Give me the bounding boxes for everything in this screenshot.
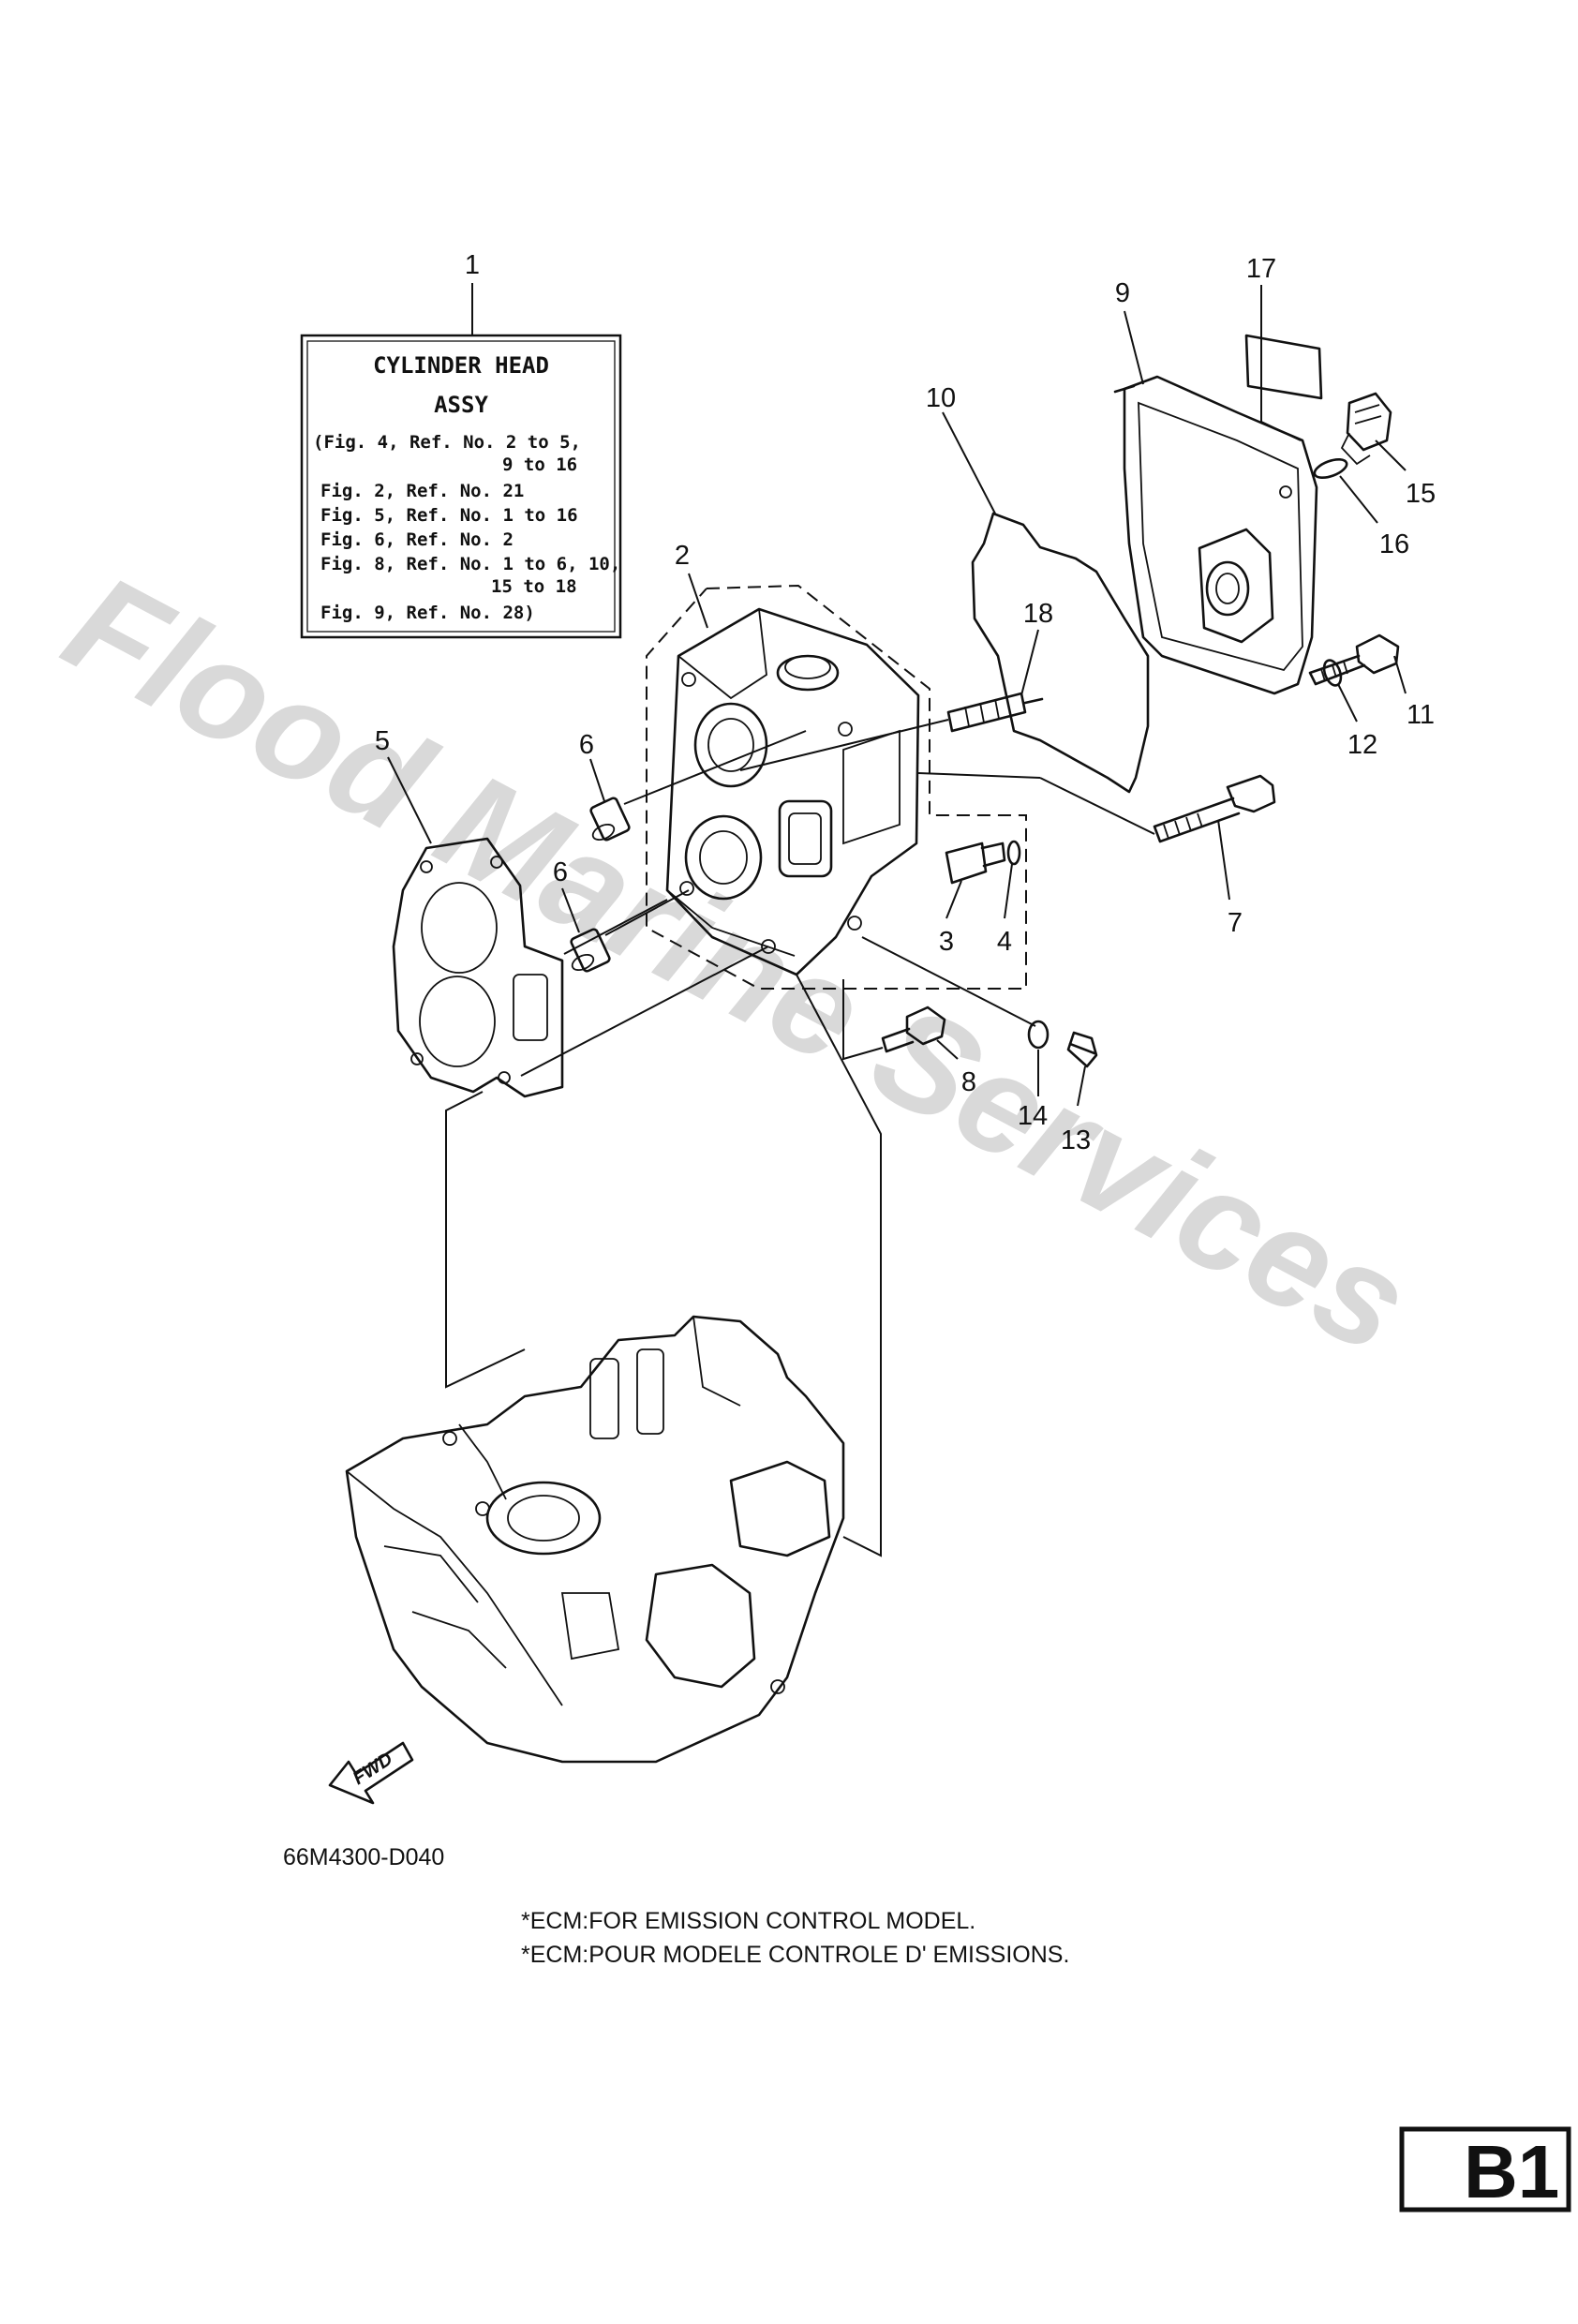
fwd-label: FWD	[350, 1749, 396, 1789]
assy-line-4: Fig. 5, Ref. No. 1 to 16	[320, 505, 578, 526]
caution-label	[1244, 334, 1323, 400]
dowel-pin-lower	[570, 928, 611, 973]
callout-14: 14	[1018, 1101, 1048, 1131]
flange-bolt	[881, 1006, 946, 1053]
callout-10: 10	[926, 383, 956, 413]
leader-lines	[387, 285, 1407, 1557]
assy-reference-box: CYLINDER HEAD ASSY (Fig. 4, Ref. No. 2 t…	[300, 334, 622, 639]
assy-title-line1: CYLINDER HEAD	[373, 352, 549, 379]
cylinder-head-cover-gasket	[971, 512, 1150, 794]
assy-line-8: Fig. 9, Ref. No. 28)	[320, 603, 535, 623]
sensor-part	[945, 842, 1006, 885]
assy-line-3: Fig. 2, Ref. No. 21	[320, 481, 524, 501]
cylinder-head	[665, 607, 920, 976]
fwd-arrow-icon: FWD	[328, 1741, 414, 1805]
sensor-o-ring	[1006, 840, 1021, 866]
cylinder-head-cover	[1113, 375, 1318, 695]
drain-washer	[1027, 1020, 1050, 1050]
footnote-english: *ECM:FOR EMISSION CONTROL MODEL.	[521, 1908, 975, 1934]
callout-7: 7	[1228, 908, 1243, 938]
callout-13: 13	[1061, 1125, 1091, 1155]
callout-3: 3	[939, 927, 954, 957]
callout-6-lower: 6	[553, 857, 568, 887]
o-ring	[1313, 457, 1348, 480]
assy-line-6: Fig. 8, Ref. No. 1 to 6, 10,	[320, 554, 620, 574]
footnote-french: *ECM:POUR MODELE CONTROLE D' EMISSIONS.	[521, 1942, 1069, 1968]
page-tag-label: B1	[1464, 2130, 1559, 2213]
drain-bolt	[1066, 1031, 1098, 1068]
callout-17: 17	[1246, 254, 1276, 284]
spark-plug	[946, 692, 1044, 733]
cylinder-head-gasket	[392, 837, 564, 1098]
cover-bolt	[1308, 633, 1400, 686]
assy-line-1: (Fig. 4, Ref. No. 2 to 5,	[313, 432, 581, 453]
callout-5: 5	[375, 726, 390, 756]
page-tag: B1	[1399, 2126, 1571, 2213]
assy-title-line2: ASSY	[434, 392, 488, 418]
callout-16: 16	[1379, 529, 1409, 559]
assy-line-2: 9 to 16	[502, 454, 577, 475]
callout-4: 4	[997, 927, 1012, 957]
callout-11: 11	[1407, 700, 1435, 730]
callout-15: 15	[1406, 479, 1436, 509]
assy-line-7: 15 to 18	[491, 576, 577, 597]
long-bolt	[1153, 774, 1276, 843]
cylinder-head-assy-dashed-outline	[646, 584, 1027, 990]
callout-8: 8	[961, 1067, 976, 1097]
diagram-code: 66M4300-D040	[283, 1844, 444, 1870]
callout-2: 2	[675, 541, 690, 571]
callout-9: 9	[1115, 278, 1130, 308]
cylinder-block	[345, 1315, 845, 1764]
callout-1: 1	[465, 250, 480, 280]
assy-line-5: Fig. 6, Ref. No. 2	[320, 529, 514, 550]
cover-bolt-washer	[1322, 659, 1343, 687]
callout-6-upper: 6	[579, 730, 594, 760]
dowel-pin-upper	[589, 797, 631, 842]
oil-filler-cap	[1340, 392, 1392, 466]
callout-numbers: 1 2 3 4 5 6 6 7 8 9 10 11 12 13 14 15 16…	[375, 250, 1436, 1155]
callout-18: 18	[1023, 599, 1053, 629]
callout-12: 12	[1347, 730, 1377, 760]
